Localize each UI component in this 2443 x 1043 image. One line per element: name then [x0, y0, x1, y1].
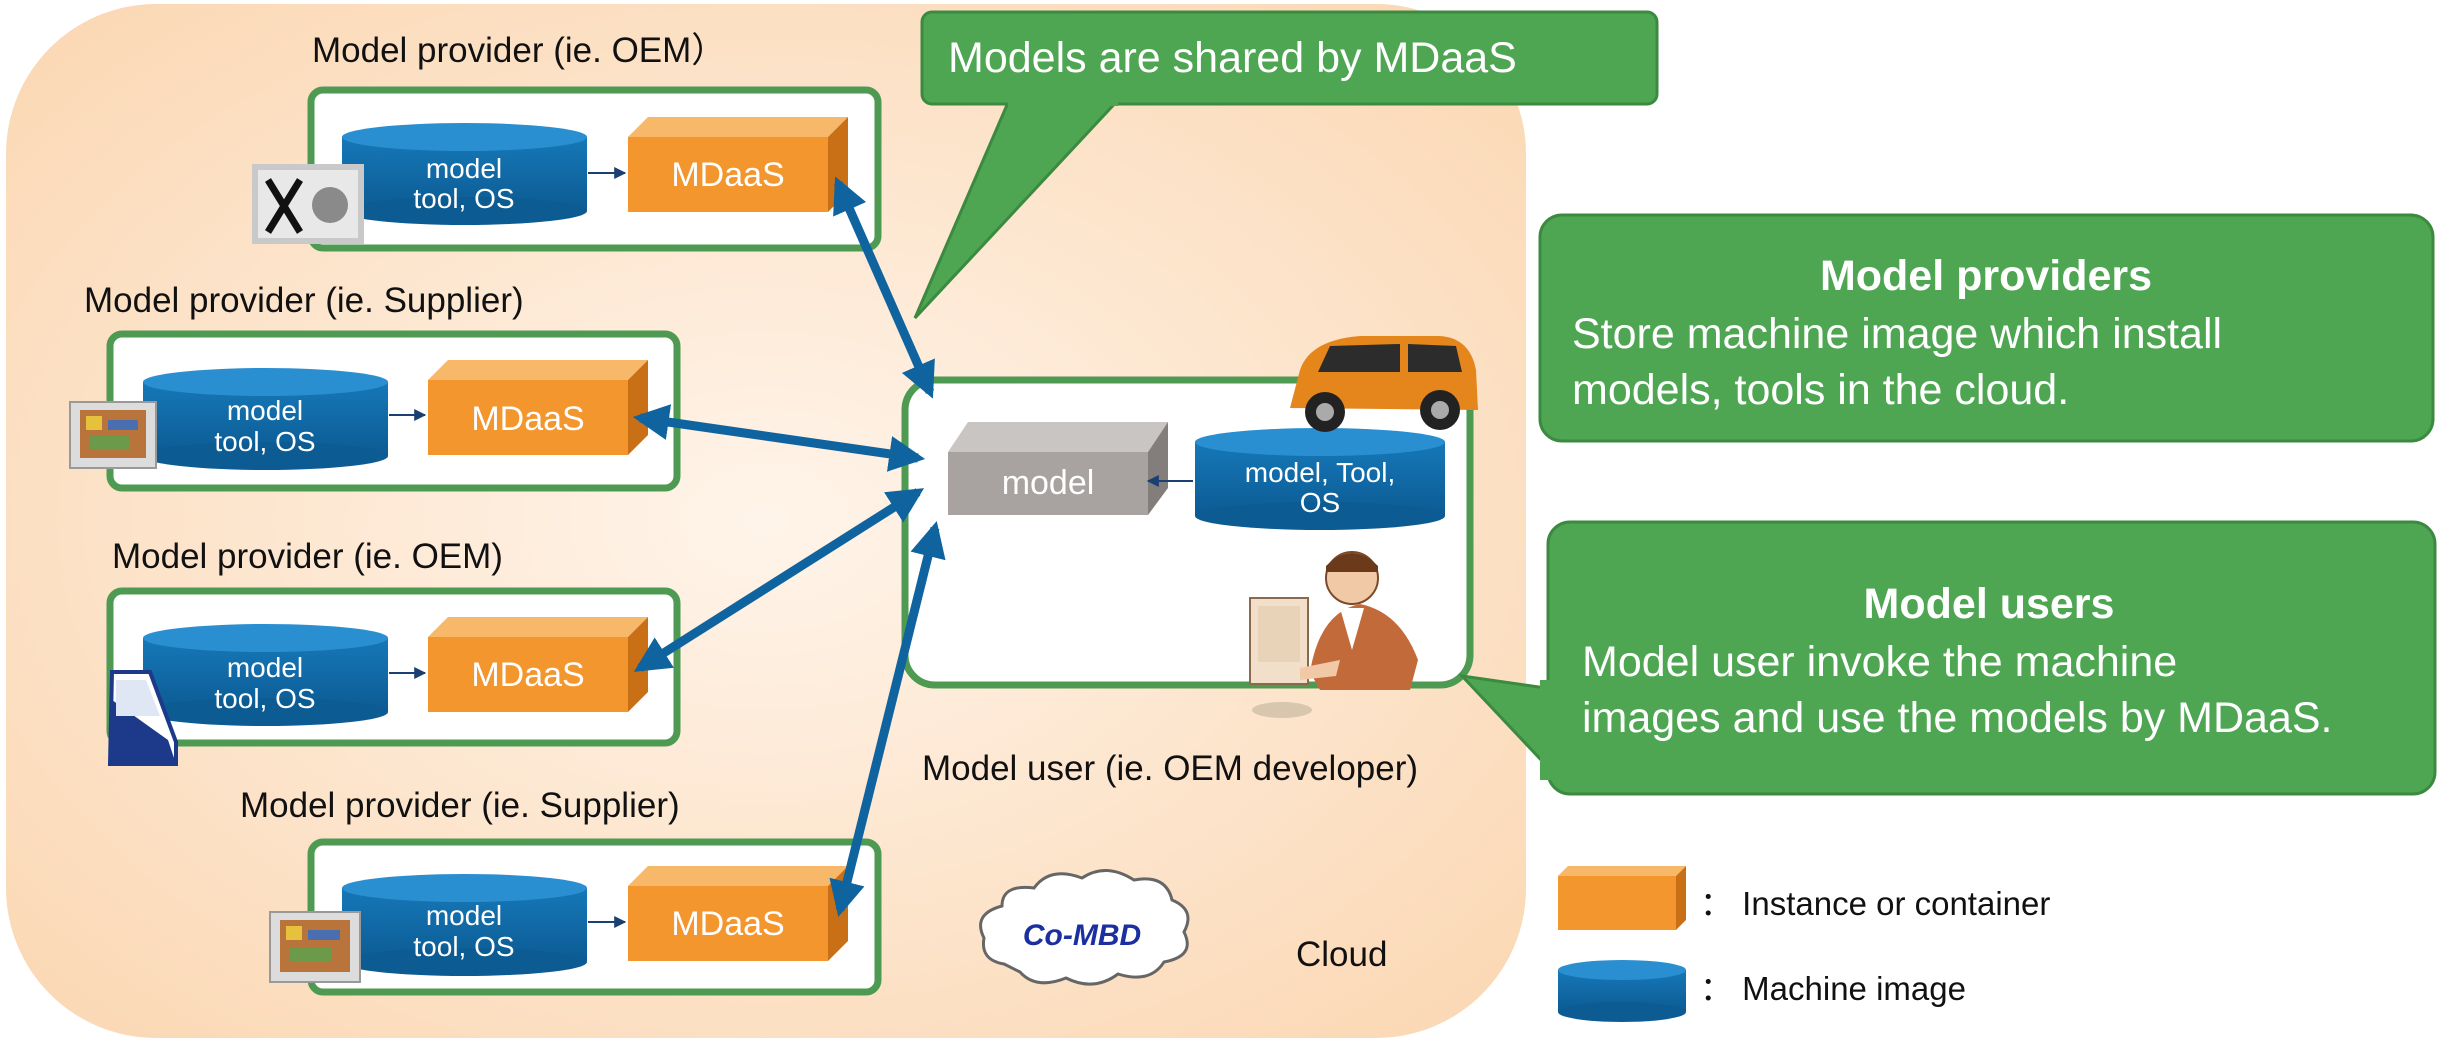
- svg-text:model: model: [426, 153, 502, 184]
- provider-panel-2: Model provider (ie. Supplier) model tool…: [69, 281, 681, 492]
- svg-text:MDaaS: MDaaS: [471, 400, 584, 438]
- svg-text:models, tools in the cloud.: models, tools in the cloud.: [1572, 366, 2069, 414]
- svg-text:Models are shared by MDaaS: Models are shared by MDaaS: [948, 34, 1517, 82]
- circuit-board-icon: [69, 401, 157, 469]
- legend-image-swatch: [1558, 960, 1686, 1022]
- machine-image-disk: model, Tool, OS: [1195, 428, 1445, 530]
- model-user-label: Model user (ie. OEM developer): [922, 749, 1418, 788]
- svg-text:Co-MBD: Co-MBD: [1023, 919, 1141, 952]
- svg-text:tool, OS: tool, OS: [413, 183, 514, 214]
- model-instance: model: [948, 422, 1168, 515]
- svg-text:model, Tool,: model, Tool,: [1245, 457, 1395, 488]
- svg-text:Model providers: Model providers: [1820, 252, 2152, 300]
- mdaas-instance: MDaaS: [628, 866, 848, 961]
- svg-text:MDaaS: MDaaS: [471, 656, 584, 694]
- legend-image-label: ： Machine image: [1700, 970, 1966, 1007]
- model-user-panel: model model, Tool, OS: [901, 336, 1478, 788]
- provider-label: Model provider (ie. Supplier): [84, 281, 524, 320]
- arrow-provider-1: [833, 176, 935, 399]
- connection-arrows: [632, 176, 946, 917]
- mdaas-instance: MDaaS: [428, 617, 648, 712]
- svg-text:model: model: [1002, 464, 1095, 502]
- machine-image-disk: model tool, OS: [342, 123, 587, 225]
- provider-panel-4: Model provider (ie. Supplier) model tool…: [240, 786, 882, 996]
- provider-label: Model provider (ie. OEM): [112, 537, 503, 576]
- provider-label: Model provider (ie. OEM）: [312, 31, 726, 70]
- callout-models-shared: Models are shared by MDaaS: [913, 10, 1659, 320]
- machine-image-disk: model tool, OS: [143, 368, 388, 470]
- arrow-provider-2: [632, 404, 926, 472]
- svg-text:tool, OS: tool, OS: [413, 931, 514, 962]
- callout-model-users: Model users Model user invoke the machin…: [1457, 520, 2437, 796]
- developer-at-computer-icon: [1249, 551, 1418, 718]
- legend-instance-label: ： Instance or container: [1700, 885, 2050, 922]
- provider-label: Model provider (ie. Supplier): [240, 786, 680, 825]
- svg-text:MDaaS: MDaaS: [671, 156, 784, 194]
- svg-text:model: model: [227, 395, 303, 426]
- circuit-board-icon: [269, 911, 361, 983]
- svg-text:tool, OS: tool, OS: [214, 683, 315, 714]
- car-door-icon: [107, 670, 178, 766]
- arrow-provider-4: [829, 521, 946, 917]
- mdaas-instance: MDaaS: [628, 117, 848, 212]
- svg-text:tool, OS: tool, OS: [214, 426, 315, 457]
- svg-text:model: model: [227, 652, 303, 683]
- provider-panel-3: Model provider (ie. OEM) model tool, OS …: [106, 537, 681, 766]
- svg-text:images and use the models by M: images and use the models by MDaaS.: [1582, 694, 2333, 742]
- co-mbd-cloud-badge: Co-MBD: [979, 869, 1190, 986]
- callout-model-providers: Model providers Store machine image whic…: [1538, 213, 2435, 443]
- svg-text:MDaaS: MDaaS: [671, 905, 784, 943]
- legend-instance-swatch: [1558, 866, 1686, 930]
- svg-text:Model user invoke the machine: Model user invoke the machine: [1582, 638, 2177, 686]
- mdaas-instance: MDaaS: [428, 360, 648, 455]
- svg-text:model: model: [426, 900, 502, 931]
- engine-tools-icon: [252, 164, 364, 244]
- suv-car-icon: [1290, 336, 1478, 432]
- machine-image-disk: model tool, OS: [342, 874, 587, 976]
- svg-text:OS: OS: [1300, 487, 1340, 518]
- legend: ： Instance or container ： Machine image: [1558, 866, 2050, 1022]
- machine-image-disk: model tool, OS: [143, 624, 388, 726]
- provider-panel-1: Model provider (ie. OEM） model tool, OS …: [252, 31, 882, 252]
- svg-text:Store machine image which inst: Store machine image which install: [1572, 310, 2222, 358]
- svg-text:Model users: Model users: [1864, 580, 2115, 628]
- cloud-label: Cloud: [1296, 935, 1387, 974]
